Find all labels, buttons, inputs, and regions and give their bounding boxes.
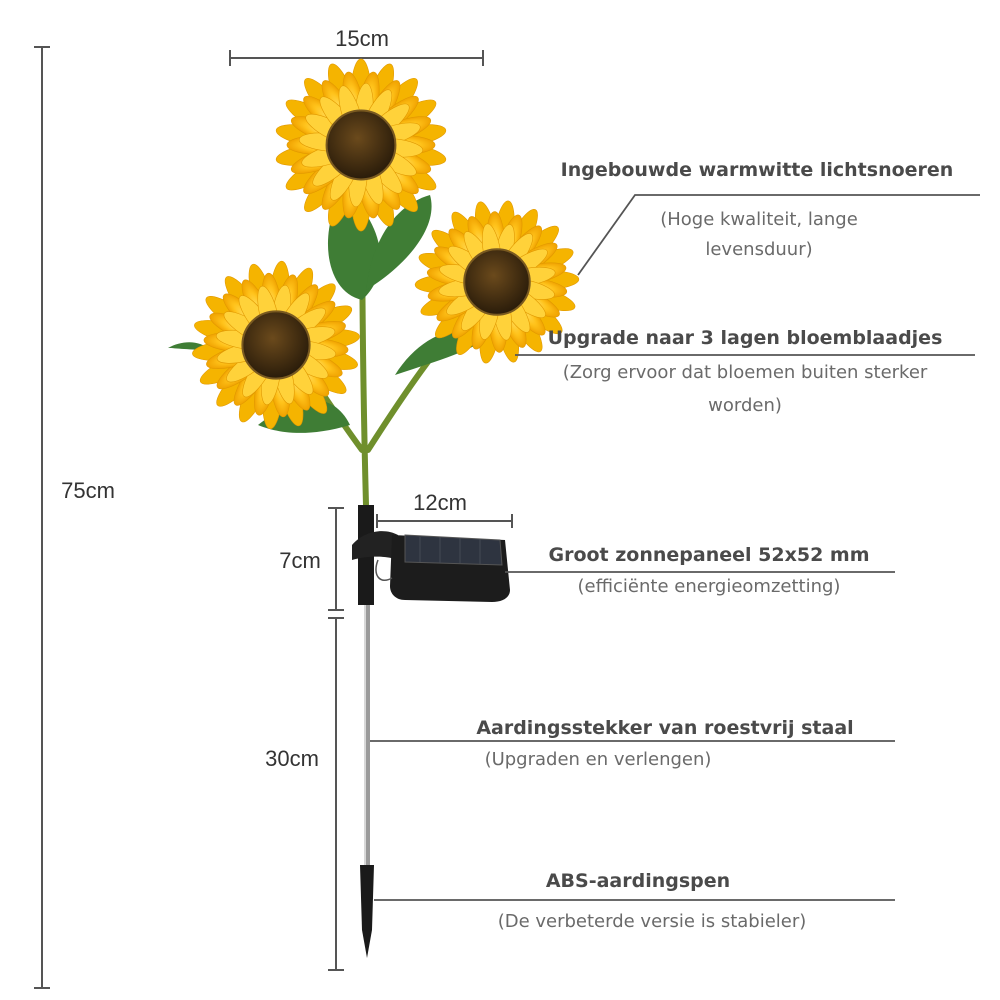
panel-width-label: 12cm [413,490,467,515]
feature-sub-line: (Hoge kwaliteit, lange [660,209,858,230]
feature-petals: Upgrade naar 3 lagen bloemblaadjes (Zorg… [548,327,943,416]
callout-lines [370,194,980,901]
flower-center [241,310,311,380]
feature-title: ABS-aardingspen [546,870,730,892]
flower-center [325,109,397,181]
sunflower-left [192,260,360,430]
feature-title: Aardingsstekker van roestvrij staal [476,717,853,739]
panel-cable [375,559,393,581]
dimension-lines [34,46,513,989]
feature-sub-line: levensduur) [705,239,812,260]
panel-cell [404,534,503,566]
feature-sub-line: (efficiënte energieomzetting) [578,576,841,597]
top-width-label: 15cm [335,26,389,51]
stainless-steel-stake [364,605,370,865]
total-height-label: 75cm [61,478,115,503]
feature-stake: Aardingsstekker van roestvrij staal (Upg… [476,717,853,770]
feature-sub-line: (Upgraden en verlengen) [485,749,712,770]
sunflower-lamp-illustration [168,58,580,958]
feature-title: Groot zonnepaneel 52x52 mm [548,544,869,566]
leaf-upper-right [366,195,432,290]
feature-sub-line: (De verbeterde versie is stabieler) [498,911,807,932]
feature-title: Ingebouwde warmwitte lichtsnoeren [561,159,954,181]
solar-panel [352,505,510,605]
feature-solar-panel: Groot zonnepaneel 52x52 mm (efficiënte e… [548,544,869,597]
stake-length-label: 30cm [265,746,319,771]
feature-spike: ABS-aardingspen (De verbeterde versie is… [498,870,807,932]
abs-ground-spike [360,865,374,958]
sunflower-top [275,58,447,232]
feature-lights: Ingebouwde warmwitte lichtsnoeren (Hoge … [561,159,954,260]
sunflower-right [414,200,580,364]
panel-hinge [352,531,398,560]
feature-sub-line: worden) [708,395,782,416]
feature-sub-line: (Zorg ervoor dat bloemen buiten sterker [563,362,928,383]
panel-height-label: 7cm [279,548,321,573]
feature-title: Upgrade naar 3 lagen bloemblaadjes [548,327,943,349]
flower-center [463,248,531,316]
callout-line-lights [577,194,980,276]
